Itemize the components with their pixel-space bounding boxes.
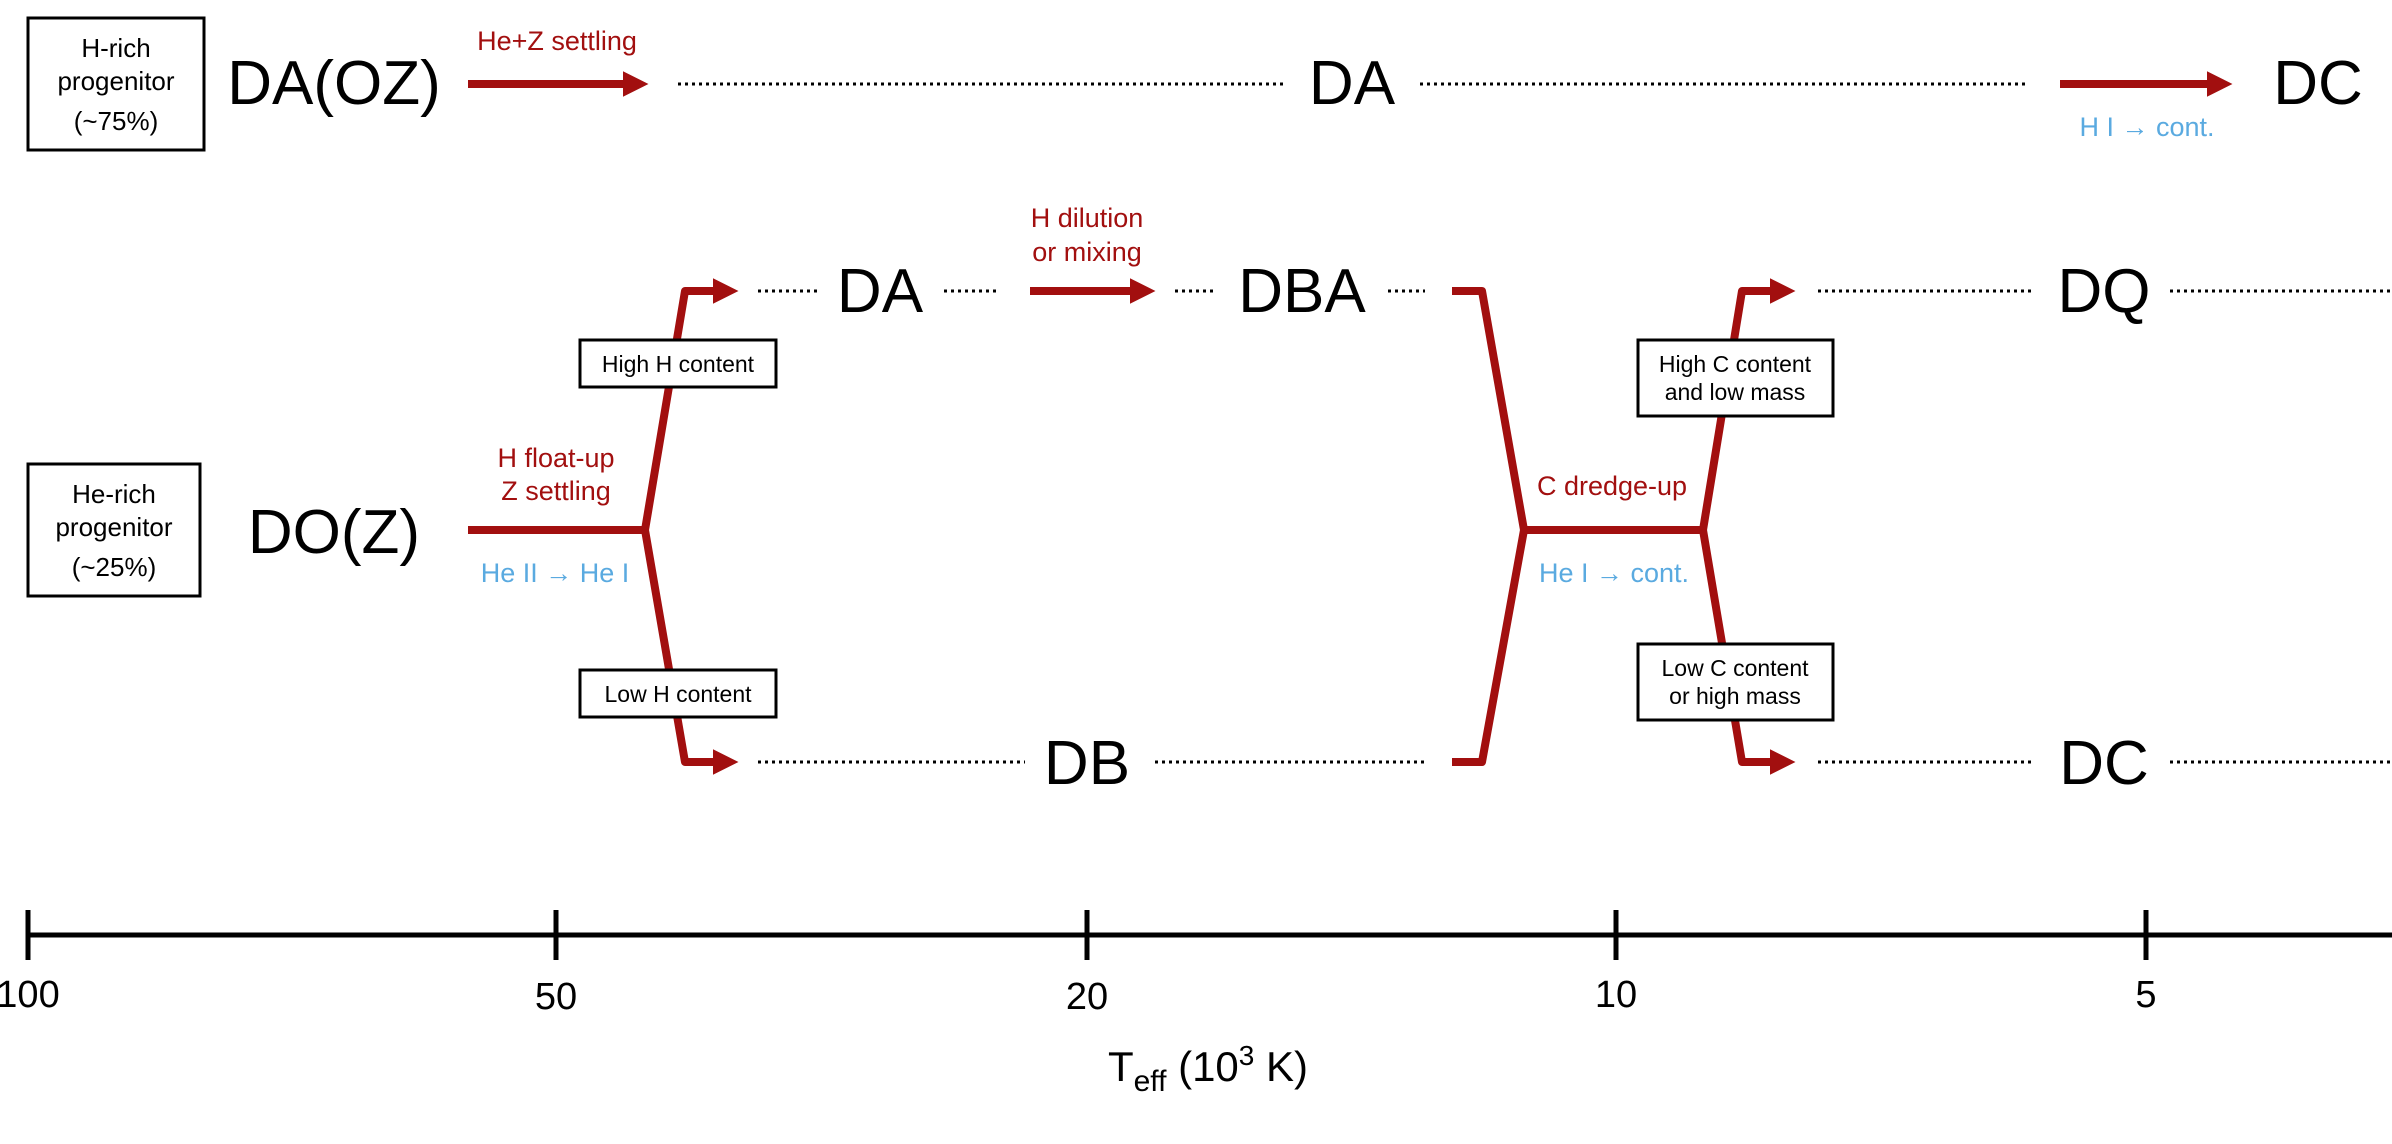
class-dba: DBA — [1238, 257, 1366, 326]
svg-text:He-rich: He-rich — [72, 479, 156, 509]
label-h-float-up: H float-up — [497, 443, 614, 473]
arrow-high-h — [641, 278, 739, 531]
label-z-settling: Z settling — [501, 476, 611, 506]
class-db: DB — [1044, 729, 1130, 798]
arrow-low-c — [1699, 529, 1796, 775]
h-rich-progenitor-box: H-rich progenitor (~75%) — [26, 16, 206, 152]
tick-label-10: 10 — [1595, 974, 1637, 1016]
merge-bracket — [1452, 287, 1528, 766]
svg-text:or high mass: or high mass — [1669, 683, 1801, 709]
label-h-dilution: H dilution — [1031, 203, 1144, 233]
class-dc-lower: DC — [2059, 729, 2149, 798]
class-da-oz: DA(OZ) — [227, 49, 441, 118]
class-do-z: DO(Z) — [248, 498, 420, 567]
high-h-content-box: High H content — [578, 338, 778, 389]
label-c-dredge-up: C dredge-up — [1537, 471, 1687, 501]
low-c-content-box: Low C content or high mass — [1636, 642, 1835, 722]
svg-text:H-rich: H-rich — [81, 33, 150, 63]
arrow-low-h — [641, 529, 739, 775]
he-rich-progenitor-box: He-rich progenitor (~25%) — [26, 462, 202, 598]
arrow-high-c — [1699, 278, 1796, 531]
label-hi-cont: H I → cont. — [2079, 112, 2214, 142]
svg-text:Low H content: Low H content — [604, 681, 752, 707]
axis-title: Teff (103 K) — [1108, 1040, 1308, 1098]
tick-label-5: 5 — [2135, 974, 2156, 1016]
high-c-content-box: High C content and low mass — [1636, 338, 1835, 418]
svg-text:Low C content: Low C content — [1661, 655, 1809, 681]
class-dc-top: DC — [2273, 49, 2363, 118]
svg-text:High C content: High C content — [1659, 351, 1812, 377]
class-dq: DQ — [2058, 257, 2151, 326]
label-hei-cont: He I → cont. — [1539, 558, 1689, 588]
tick-label-100: 100 — [0, 974, 60, 1016]
svg-text:progenitor: progenitor — [55, 512, 172, 542]
tick-label-50: 50 — [535, 976, 577, 1018]
svg-text:High H content: High H content — [602, 351, 755, 377]
label-heii-hei: He II → He I — [481, 558, 630, 588]
svg-text:(~75%): (~75%) — [74, 106, 159, 136]
svg-text:and low mass: and low mass — [1665, 379, 1806, 405]
class-da-top: DA — [1309, 49, 1396, 118]
label-or-mixing: or mixing — [1032, 237, 1142, 267]
low-h-content-box: Low H content — [578, 668, 778, 719]
svg-text:(~25%): (~25%) — [72, 552, 157, 582]
tick-label-20: 20 — [1066, 976, 1108, 1018]
label-he-z-settling: He+Z settling — [477, 26, 637, 56]
svg-text:progenitor: progenitor — [57, 66, 174, 96]
class-da-upper: DA — [837, 257, 924, 326]
